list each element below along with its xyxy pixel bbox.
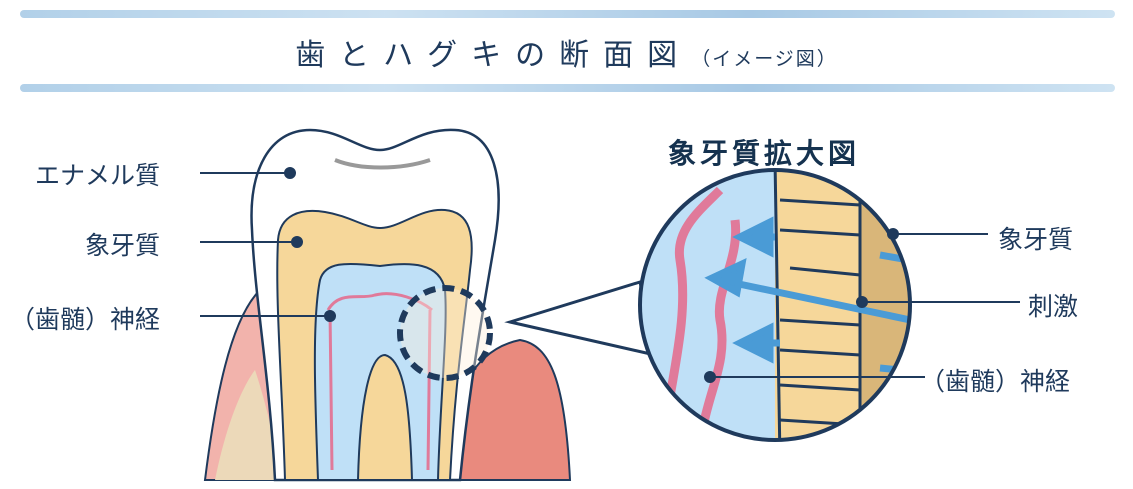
zoom-view — [640, 170, 910, 440]
bottom-brush-band — [20, 84, 1115, 92]
tooth-nerve — [326, 292, 433, 471]
bone — [215, 370, 280, 480]
leader-lines — [200, 167, 1020, 383]
enamel-groove — [334, 158, 431, 170]
zoom-label-stimulus: 刺激 — [1028, 292, 1079, 321]
zoom-label-dentin: 象牙質 — [998, 225, 1074, 254]
zoom-label-nerve: （歯髄）神経 — [920, 367, 1071, 396]
label-enamel: エナメル質 — [35, 161, 161, 190]
title-sub: （イメージ図） — [691, 48, 838, 70]
title-main: 歯とハグキの断面図 — [295, 38, 692, 73]
zoom-title: 象牙質拡大図 — [668, 137, 861, 170]
magnify-ring — [397, 285, 493, 381]
top-brush-band — [20, 10, 1115, 18]
diagram-title: 歯とハグキの断面図（イメージ図） — [0, 30, 1133, 74]
zoom-circle — [638, 168, 912, 442]
label-nerve: （歯髄）神経 — [10, 305, 161, 334]
tooth-pulp — [313, 262, 447, 481]
label-dentin: 象牙質 — [85, 231, 161, 260]
